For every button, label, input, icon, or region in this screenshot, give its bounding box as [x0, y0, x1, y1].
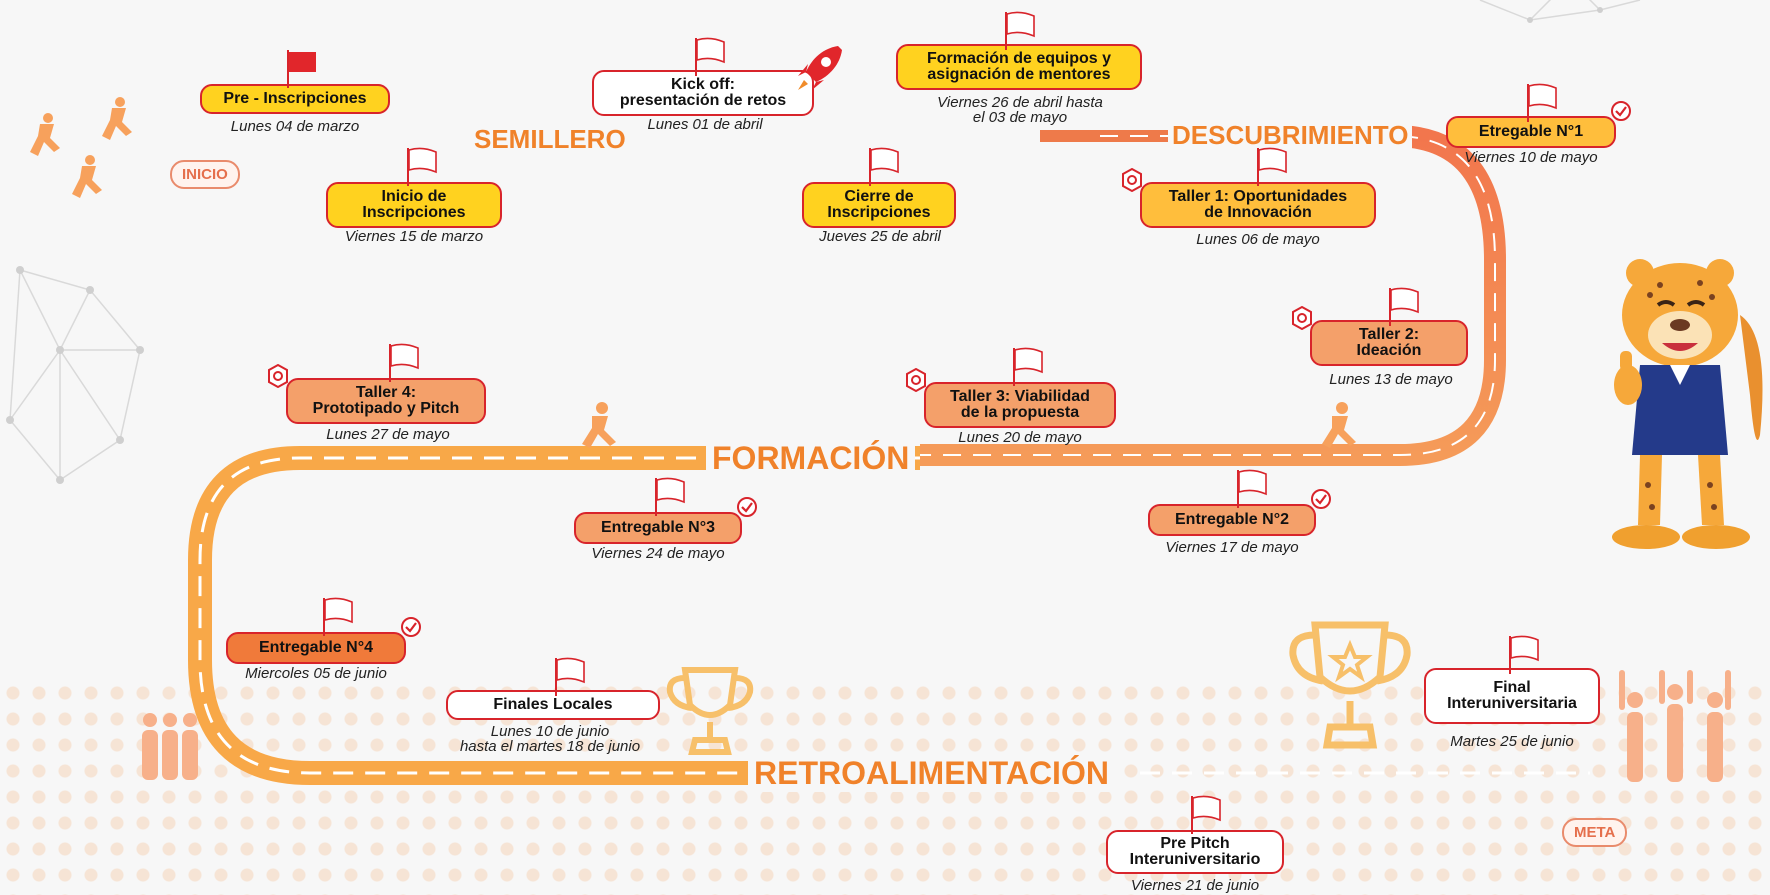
flag-icon-formacion-equipos	[1000, 10, 1036, 50]
phase-label-semillero: SEMILLERO	[470, 124, 630, 155]
trophy-large-icon	[1289, 621, 1411, 749]
flag-icon-entregable-2	[1232, 468, 1268, 508]
milestone-box-pre-pitch: Pre Pitch Interuniversitario	[1106, 830, 1284, 874]
milestone-date-entregable-1: Viernes 10 de mayo	[1464, 149, 1598, 166]
trophy-small-icon	[666, 667, 754, 755]
team-icon	[142, 713, 198, 780]
milestone-date-inicio-inscripciones: Viernes 15 de marzo	[344, 228, 484, 245]
milestone-box-taller-1: Taller 1: Oportunidades de Innovación	[1140, 182, 1376, 228]
red-flag-icon-pre-inscripciones	[282, 48, 318, 88]
phase-label-descubrimiento: DESCUBRIMIENTO	[1168, 120, 1413, 151]
flag-icon-entregable-3	[650, 476, 686, 516]
milestone-box-taller-4: Taller 4: Prototipado y Pitch	[286, 378, 486, 424]
gear-icon-taller-1	[1120, 167, 1144, 193]
runner-icon	[582, 402, 616, 448]
milestone-date-final-interuniversitaria: Martes 25 de junio	[1450, 733, 1574, 750]
milestone-date-taller-1: Lunes 06 de mayo	[1196, 231, 1320, 248]
milestone-date-kick-off: Lunes 01 de abril	[647, 116, 763, 133]
flag-icon-entregable-1	[1522, 82, 1558, 122]
milestone-box-entregable-2: Entregable N°2	[1148, 504, 1316, 536]
phase-label-retroalimentacion: RETROALIMENTACIÓN	[748, 755, 1115, 792]
flag-icon-inicio-inscripciones	[402, 146, 438, 186]
runner-icon-2	[1322, 402, 1356, 448]
milestone-box-formacion-equipos: Formación de equipos y asignación de men…	[896, 44, 1142, 90]
flag-icon-entregable-4	[318, 596, 354, 636]
milestone-date-pre-inscripciones: Lunes 04 de marzo	[230, 118, 360, 135]
milestone-date-formacion-equipos: Viernes 26 de abril hasta el 03 de mayo	[937, 94, 1103, 126]
flag-icon-taller-3	[1008, 346, 1044, 386]
rocket-icon	[798, 46, 842, 90]
gear-icon-taller-2	[1290, 305, 1314, 331]
flag-icon-kick-off	[690, 36, 726, 76]
milestone-box-final-interuniversitaria: Final Interuniversitaria	[1424, 668, 1600, 724]
milestone-date-entregable-4: Miercoles 05 de junio	[245, 665, 387, 682]
milestone-date-taller-4: Lunes 27 de mayo	[326, 426, 450, 443]
gear-icon-taller-4	[266, 363, 290, 389]
milestone-date-cierre-inscripciones: Jueves 25 de abril	[819, 228, 941, 245]
milestone-box-entregable-4: Entregable N°4	[226, 632, 406, 664]
end-tag: META	[1562, 818, 1628, 847]
milestone-box-taller-2: Taller 2: Ideación	[1310, 320, 1468, 366]
start-tag: INICIO	[170, 160, 240, 189]
milestone-date-entregable-3: Viernes 24 de mayo	[591, 545, 725, 562]
flag-icon-final-interuniversitaria	[1504, 634, 1540, 674]
celebrating-team-icon	[1619, 670, 1731, 782]
milestone-box-taller-3: Taller 3: Viabilidad de la propuesta	[924, 382, 1116, 428]
jaguar-mascot	[1612, 259, 1763, 549]
check-icon-entregable-4	[400, 616, 422, 638]
milestone-box-inicio-inscripciones: Inicio de Inscripciones	[326, 182, 502, 228]
phase-label-formacion: FORMACIÓN	[706, 440, 916, 477]
milestone-box-finales-locales: Finales Locales	[446, 690, 660, 720]
flag-icon-finales-locales	[550, 656, 586, 696]
flag-icon-taller-1	[1252, 146, 1288, 186]
gear-icon-taller-3	[904, 367, 928, 393]
flag-icon-pre-pitch	[1186, 794, 1222, 834]
milestone-date-taller-3: Lunes 20 de mayo	[958, 429, 1082, 446]
milestone-date-finales-locales: Lunes 10 de junio hasta el martes 18 de …	[459, 723, 641, 755]
runners-icon	[30, 97, 132, 198]
milestone-date-taller-2: Lunes 13 de mayo	[1329, 371, 1453, 388]
milestone-date-pre-pitch: Viernes 21 de junio	[1130, 877, 1260, 894]
check-icon-entregable-1	[1610, 100, 1632, 122]
milestone-box-entregable-3: Entregable N°3	[574, 512, 742, 544]
milestone-box-cierre-inscripciones: Cierre de Inscripciones	[802, 182, 956, 228]
milestone-box-pre-inscripciones: Pre - Inscripciones	[200, 84, 390, 114]
check-icon-entregable-2	[1310, 488, 1332, 510]
flag-icon-taller-4	[384, 342, 420, 382]
flag-icon-taller-2	[1384, 286, 1420, 326]
milestone-box-kick-off: Kick off: presentación de retos	[592, 70, 814, 116]
check-icon-entregable-3	[736, 496, 758, 518]
flag-icon-cierre-inscripciones	[864, 146, 900, 186]
milestone-box-entregable-1: Etregable N°1	[1446, 116, 1616, 148]
milestone-date-entregable-2: Viernes 17 de mayo	[1165, 539, 1299, 556]
